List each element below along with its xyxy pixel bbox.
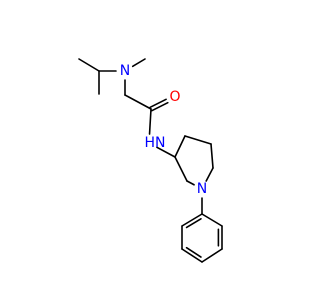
bond-ph_c1-ph_c2-inner: [185, 218, 202, 229]
bond-ipr_me1-ipr_ch: [78, 58, 100, 72]
bond-ph_c4-ph_c5: [201, 248, 223, 263]
bond-c_carbonyl-n_amide: [148, 108, 152, 135]
atom-label-pip_n1: N: [197, 181, 207, 197]
bond-ch2-c_carbonyl: [124, 94, 152, 110]
bond-pip_c4-pip_c5: [184, 135, 212, 145]
bond-n_amine-n_methyl: [131, 58, 146, 68]
bond-ph_c3-ph_c4: [181, 248, 203, 263]
bond-c_carbonyl-o_carbonyl-a: [151, 101, 169, 112]
bond-ph_c1-ph_c2: [181, 213, 203, 227]
bond-pip_c6-pip_n1: [205, 167, 214, 182]
atom-label-o_carbonyl: O: [169, 89, 180, 105]
bond-pip_c5-pip_c6: [210, 143, 214, 169]
atom-symbol-n_amide: N: [155, 135, 165, 151]
bond-pip_c3-pip_c4: [174, 135, 186, 158]
bond-ph_c3-ph_c4-inner: [185, 246, 202, 258]
bond-pip_n1-pip_c2: [186, 180, 195, 186]
bond-n_amide-pip_c3: [156, 146, 176, 158]
bond-pip_c2-pip_c3: [174, 156, 188, 182]
bond-ph_c6-ph_c1: [201, 213, 223, 227]
atom-label-n_amine: N: [120, 63, 130, 79]
bond-c_carbonyl-o_carbonyl-b: [149, 98, 167, 109]
atom-label-n_amide: HN: [144, 135, 165, 151]
bonds-layer: [78, 58, 223, 263]
diagram-background: [0, 0, 300, 300]
atom-hydrogen-n_amide: H: [144, 135, 155, 151]
